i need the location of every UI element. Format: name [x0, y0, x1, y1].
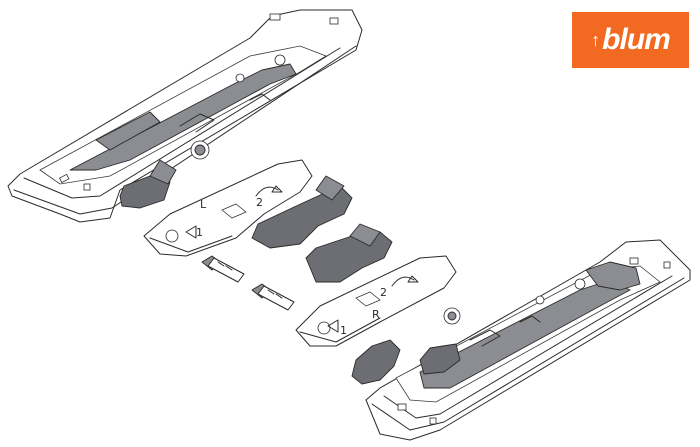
right-plate-letter: R: [372, 308, 380, 321]
dowel-1: [201, 255, 245, 283]
blum-logo-text: blum: [602, 23, 671, 56]
dowel-2: [251, 283, 295, 311]
left-plate-arrow-number: 1: [196, 226, 203, 239]
left-plate-step: 2: [256, 196, 263, 209]
blum-logo: ↑ blum: [572, 12, 689, 68]
right-runner: [365, 239, 691, 441]
left-locking-plate: L 2 1: [143, 159, 353, 257]
right-locking-plate: R 2 1: [295, 223, 457, 385]
left-runner: [7, 9, 363, 223]
right-plate-arrow-number: 1: [340, 324, 347, 337]
dowel-screws: [201, 255, 295, 311]
left-plate-letter: L: [200, 198, 207, 211]
right-plate-step: 2: [380, 286, 387, 299]
blum-logo-arrow-icon: ↑: [591, 29, 601, 50]
